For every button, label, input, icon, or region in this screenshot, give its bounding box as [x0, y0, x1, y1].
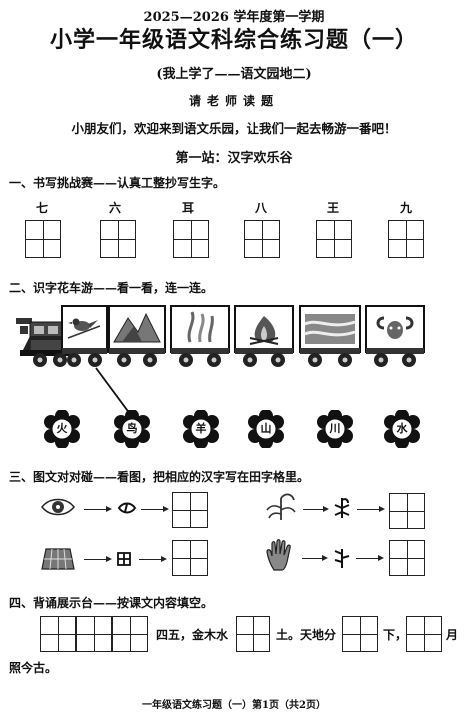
recite-text-3: 下， — [383, 628, 408, 642]
writing-grid-2[interactable] — [100, 220, 136, 258]
writing-grid-5[interactable] — [316, 220, 352, 258]
flower-icon — [114, 409, 150, 449]
flower-1[interactable]: 火 — [43, 409, 81, 449]
ancient-eye-glyph-icon — [117, 502, 137, 514]
flower-3[interactable]: 羊 — [182, 409, 220, 449]
recite-text-4: 月 — [446, 628, 459, 642]
grain-plant-picture-icon — [266, 493, 296, 520]
char-label-3: 耳 — [181, 201, 194, 215]
char-label-4: 八 — [254, 201, 267, 215]
recite-grid-5[interactable] — [342, 616, 378, 652]
char-label-1: 七 — [35, 201, 48, 215]
writing-grid-1[interactable] — [25, 220, 61, 258]
recite-text-1: 四五，金木水 — [156, 628, 229, 642]
field-picture-icon — [41, 548, 75, 570]
arrow-5 — [84, 555, 112, 562]
recite-grid-2[interactable] — [76, 616, 112, 652]
arrow-4 — [357, 505, 385, 512]
flower-icon — [248, 409, 284, 449]
recite-grid-3[interactable] — [112, 616, 148, 652]
writing-grid-4[interactable] — [244, 220, 280, 258]
flower-icon — [384, 409, 420, 449]
section1-title: 一、书写挑战赛——认真工整抄写生字。 — [9, 176, 226, 190]
arrow-1 — [84, 505, 112, 512]
ancient-field-glyph-icon — [117, 552, 131, 566]
arrow-3 — [303, 505, 329, 512]
flower-char-6: 水 — [396, 422, 408, 435]
flower-char-4: 山 — [260, 422, 272, 435]
answer-grid-grain[interactable] — [389, 493, 425, 529]
locomotive-icon — [16, 318, 70, 367]
flower-5[interactable]: 川 — [316, 409, 354, 449]
hand-picture-icon — [266, 539, 291, 571]
char-label-6: 九 — [399, 201, 412, 215]
char-label-5: 王 — [326, 201, 339, 215]
grain-picture-icon — [187, 311, 214, 343]
recite-grid-6[interactable] — [406, 616, 442, 652]
goat-picture-icon — [376, 316, 414, 339]
station-heading: 第一站：汉字欢乐谷 — [175, 151, 293, 166]
page-footer: 一年级语文练习题（一）第1页（共2页） — [142, 700, 326, 711]
arrow-7 — [302, 554, 328, 561]
arrow-6 — [139, 555, 167, 562]
flower-char-3: 羊 — [195, 422, 207, 435]
section4-title: 四、背诵展示台——按课文内容填空。 — [9, 596, 214, 610]
writing-grid-3[interactable] — [173, 220, 209, 258]
flower-2[interactable]: 鸟 — [113, 409, 151, 449]
flower-char-5: 川 — [329, 422, 341, 435]
flower-6[interactable]: 水 — [383, 409, 421, 449]
flower-char-1: 火 — [56, 422, 68, 435]
river-picture-icon — [304, 314, 356, 344]
page-title: 小学一年级语文科综合练习题（一） — [49, 27, 418, 53]
eye-picture-icon — [41, 498, 75, 516]
flower-icon — [183, 409, 219, 449]
mountain-picture-icon — [113, 312, 161, 343]
answer-grid-field[interactable] — [172, 540, 208, 576]
answer-grid-hand[interactable] — [389, 540, 425, 576]
section3-title: 三、图文对对碰——看图，把相应的汉字写在田字格里。 — [9, 470, 310, 484]
flower-icon — [317, 409, 353, 449]
fire-picture-icon — [249, 316, 279, 345]
page-subtitle: (我上学了——语文园地二) — [156, 67, 312, 82]
bird-picture-icon — [67, 318, 101, 339]
ancient-grain-glyph-icon — [334, 498, 350, 518]
arrow-8 — [356, 554, 384, 561]
recite-grid-1[interactable] — [40, 616, 76, 652]
recite-grid-4[interactable] — [236, 616, 270, 652]
train-illustration — [16, 305, 425, 415]
char-label-2: 六 — [108, 201, 121, 215]
arrow-2 — [141, 505, 169, 512]
section2-title: 二、识字花车游——看一看，连一连。 — [9, 281, 214, 295]
flower-icon — [44, 409, 80, 449]
term-line: 2025—2026 学年度第一学期 — [143, 10, 325, 25]
answer-grid-eye[interactable] — [172, 492, 208, 528]
flower-4[interactable]: 山 — [247, 409, 285, 449]
connect-line — [95, 367, 131, 415]
welcome-line: 小朋友们，欢迎来到语文乐园，让我们一起去畅游一番吧！ — [71, 121, 397, 136]
teacher-reads-label: 请老师读题 — [188, 94, 279, 108]
recite-text-2: 土。天地分 — [276, 628, 337, 642]
flower-char-2: 鸟 — [126, 422, 138, 435]
writing-grid-6[interactable] — [388, 220, 424, 258]
ancient-hand-glyph-icon — [334, 549, 350, 568]
recite-text-5: 照今古。 — [9, 661, 58, 675]
